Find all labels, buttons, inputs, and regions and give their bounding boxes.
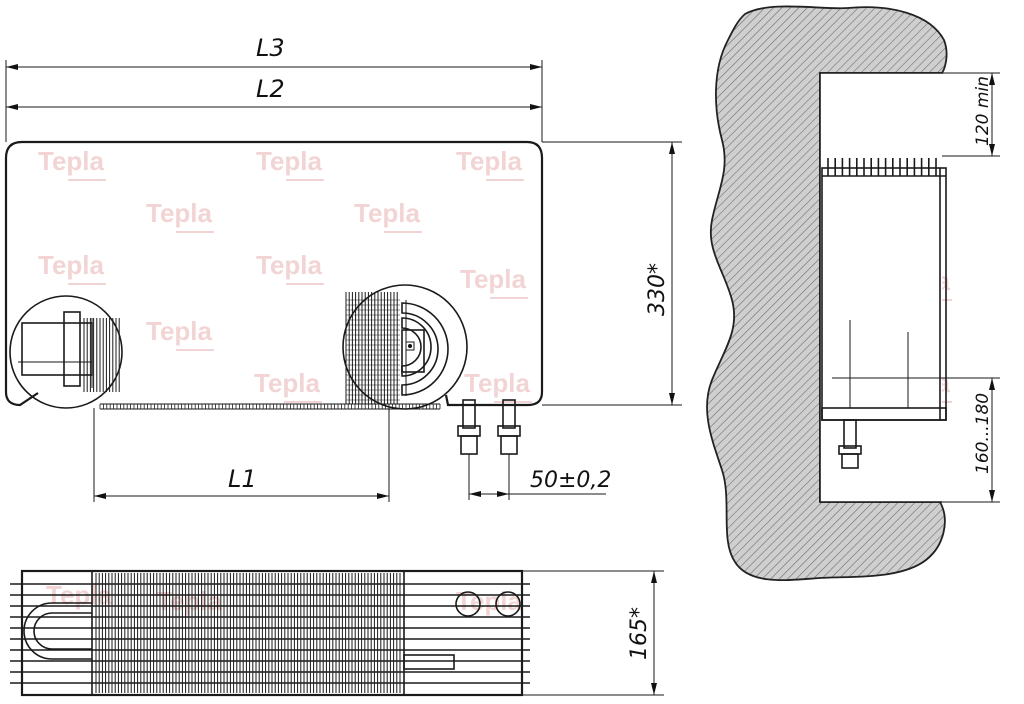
dimension-l2: L2 (6, 75, 542, 110)
dimension-height: 330* (542, 141, 682, 406)
watermark: Tepla (146, 316, 214, 351)
watermark: Tepla (38, 146, 106, 181)
dimension-clearance-top: 120 min (942, 72, 1000, 157)
section-top-grille (827, 158, 937, 176)
top-grille-rails (10, 583, 530, 684)
dimension-clearance-bottom: 160...180 (942, 378, 1000, 503)
front-view: L3 L2 L1 50±0,2 (4, 34, 682, 502)
watermark: Tepla (460, 264, 528, 299)
dimension-l3: L3 (5, 34, 543, 142)
section-view: 120 min 160...180 (706, 5, 1000, 582)
bottom-fin-grille (99, 404, 441, 409)
svg-text:Tepla: Tepla (256, 250, 323, 280)
svg-text:Tepla: Tepla (254, 368, 321, 398)
top-view: 165* (10, 569, 664, 697)
svg-text:Tepla: Tepla (464, 368, 531, 398)
dimension-clearance-bottom-label: 160...180 (973, 393, 993, 474)
dimension-l2-label: L2 (256, 75, 285, 103)
svg-text:Tepla: Tepla (354, 198, 421, 228)
dimension-l1: L1 (93, 408, 390, 502)
watermark: Tepla (38, 250, 106, 285)
dimension-pipe-spacing-label: 50±0,2 (530, 468, 611, 493)
connection-pipes (457, 399, 521, 455)
right-collector-detail (342, 284, 468, 410)
dimension-pipe-spacing: 50±0,2 (468, 454, 611, 500)
watermark: Tepla (254, 368, 322, 403)
svg-text:Tepla: Tepla (460, 264, 527, 294)
svg-text:Tepla: Tepla (38, 250, 105, 280)
dimension-l3-label: L3 (256, 34, 285, 62)
svg-text:Tepla: Tepla (256, 146, 323, 176)
watermark: Tepla (464, 368, 532, 403)
watermark: Tepla (256, 146, 324, 181)
watermark: Tepla (146, 198, 214, 233)
svg-text:Tepla: Tepla (456, 146, 523, 176)
watermark: Tepla (256, 250, 324, 285)
dimension-height-label: 330* (645, 263, 670, 316)
wall-section (706, 5, 948, 582)
svg-text:Tepla: Tepla (38, 146, 105, 176)
left-fin-block (83, 318, 120, 392)
svg-text:Tepla: Tepla (146, 316, 213, 346)
dimension-clearance-top-label: 120 min (973, 76, 993, 146)
svg-text:Tepla: Tepla (146, 198, 213, 228)
svg-text:Tepla: Tepla (456, 586, 523, 616)
dimension-depth: 165* (522, 570, 664, 696)
heater-body-outline (4, 140, 544, 407)
watermark: Tepla (456, 586, 523, 616)
watermark: Tepla (354, 198, 422, 233)
watermark: Tepla (456, 146, 524, 181)
dimension-depth-label: 165* (627, 607, 652, 660)
left-collector-detail (9, 295, 123, 409)
right-fin-block (345, 292, 400, 404)
dimension-l1-label: L1 (228, 465, 257, 493)
top-fin-block (95, 573, 401, 693)
